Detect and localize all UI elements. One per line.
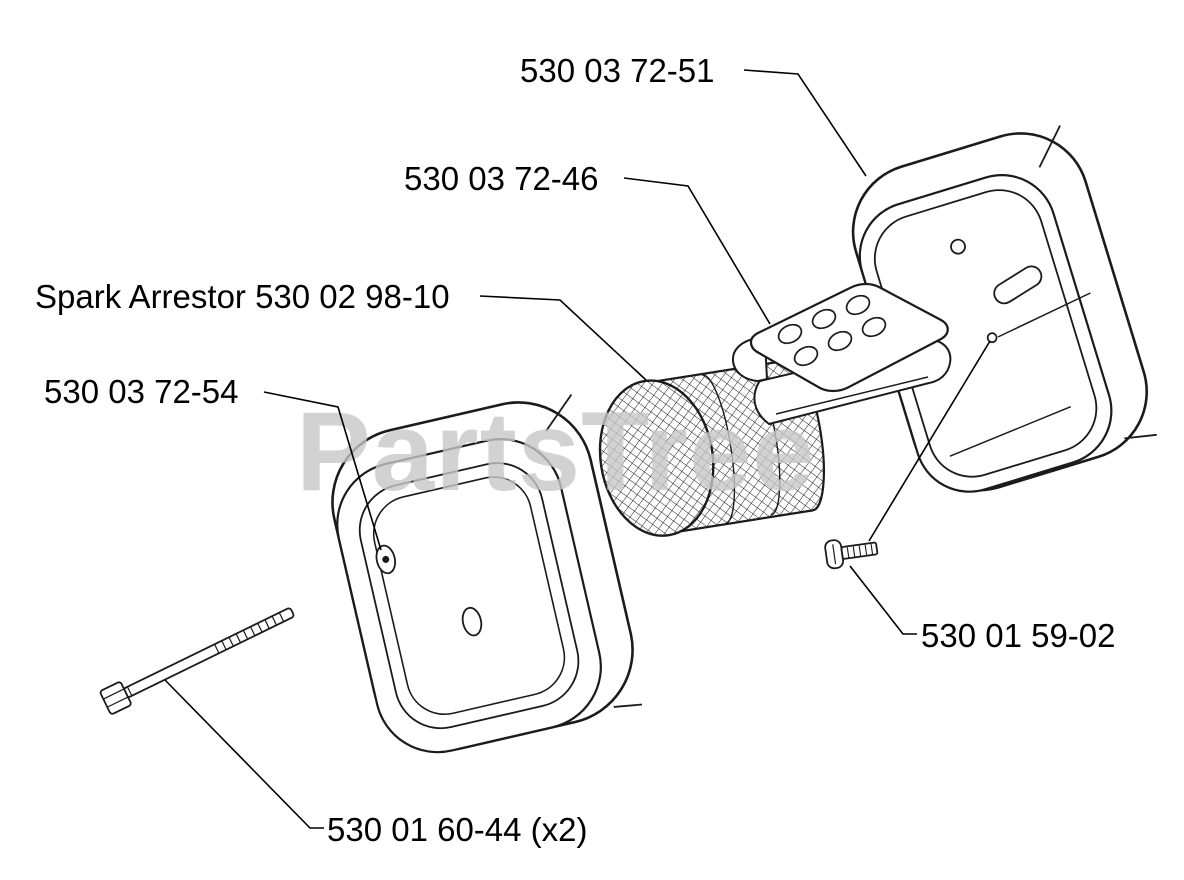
leader-line-screw — [849, 565, 917, 635]
rear-body-corner-seam-bottom — [1124, 433, 1157, 440]
part-label-baffle: 530 03 72-46 — [404, 160, 599, 197]
part-label-rear-body: 530 03 72-51 — [520, 52, 715, 89]
bolt-thread-tick — [257, 622, 263, 633]
bolt-thread-tick — [271, 615, 278, 626]
bolt-collar — [126, 686, 133, 697]
leader-line-spark-arrestor — [479, 295, 647, 381]
leader-line-baffle — [623, 177, 771, 325]
baffle-hole — [777, 323, 803, 345]
baffle-hole — [793, 345, 819, 367]
baffle-hole — [861, 316, 887, 338]
screw-thread-tick — [846, 547, 850, 559]
bolt — [99, 607, 295, 715]
rear-body-corner-seam-top — [1038, 125, 1061, 168]
cover-bolt-hole-lower — [461, 606, 483, 637]
baffle-hole — [811, 308, 837, 330]
bracket-inner-line — [775, 376, 929, 415]
bolt-thread-tick — [214, 643, 220, 654]
watermark-text: PartsTree — [296, 389, 816, 514]
spark-arrestor-screen — [598, 359, 825, 537]
cover-corner-seam-bottom — [613, 703, 643, 708]
screw-thread-tick — [858, 545, 862, 557]
leader-line-bolt — [164, 679, 324, 829]
muffler-cover — [331, 393, 643, 754]
cover-inner-line-inner — [372, 476, 566, 716]
rear-body-exhaust-slot — [993, 265, 1043, 305]
baffle-hole — [845, 294, 871, 316]
part-label-bolt: 530 01 60-44 (x2) — [327, 811, 588, 848]
part-label-spark-arrestor: Spark Arrestor 530 02 98-10 — [35, 278, 450, 315]
rear-muffler-body — [851, 125, 1157, 493]
bolt-thread-tick — [221, 640, 227, 650]
rear-body-ledge-line — [997, 292, 1091, 338]
cover-corner-seam-top — [545, 393, 573, 432]
screw-thread-tick — [864, 544, 868, 556]
bolt-thread-tick — [235, 633, 242, 643]
screw — [824, 539, 879, 570]
screen-ring-1 — [702, 374, 736, 524]
screw-thread-tick — [870, 543, 874, 555]
part-label-cover: 530 03 72-54 — [44, 373, 239, 410]
cover-bolt-hole-upper-center — [382, 555, 390, 563]
part-label-screw: 530 01 59-02 — [921, 617, 1116, 654]
bolt-shaft — [123, 607, 295, 698]
screw-thread-tick — [852, 546, 856, 558]
bolt-thread-tick — [278, 612, 285, 622]
bolt-head-facet — [103, 688, 125, 700]
baffle-hole — [827, 330, 853, 352]
bolt-thread-tick — [264, 619, 270, 629]
screen-end-cap — [598, 379, 715, 537]
baffle-plate — [749, 282, 949, 393]
bolt-thread-tick — [242, 629, 249, 640]
rear-body-opening-line — [949, 406, 1072, 457]
bolt-head — [99, 681, 132, 715]
leader-line-rear-body — [743, 69, 867, 177]
screw-head-slot — [832, 544, 837, 565]
rear-body-mounting-hole — [950, 238, 966, 255]
leader-line-cover — [263, 391, 382, 551]
screw-to-hole-line — [868, 340, 991, 542]
bolt-head-facet — [107, 696, 129, 708]
bolt-thread-tick — [250, 626, 256, 636]
rear-body-screw-hole — [986, 332, 998, 344]
bolt-thread-tick — [228, 636, 234, 647]
